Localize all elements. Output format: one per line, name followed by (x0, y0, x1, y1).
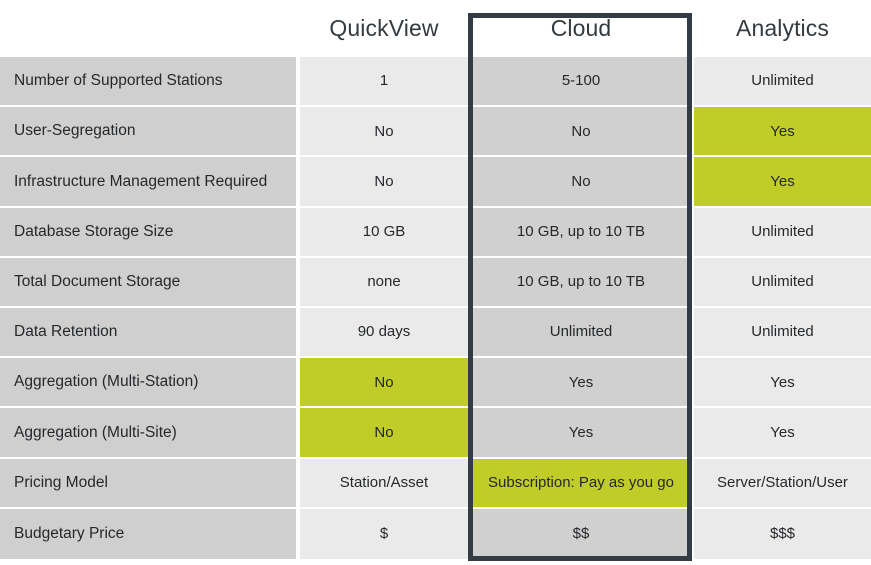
cell-cloud: Unlimited (472, 307, 690, 359)
cell-analytics: Unlimited (694, 307, 871, 359)
row-gap (690, 358, 694, 409)
row-feature-label: Total Document Storage (0, 257, 296, 308)
row-feature-label: Database Storage Size (0, 207, 296, 258)
row-gap (296, 458, 300, 509)
row-gap (690, 157, 694, 208)
cell-analytics: Yes (694, 408, 871, 459)
cell-cloud-highlighted: Subscription: Pay as you go (472, 458, 690, 509)
row-feature-label: Pricing Model (0, 458, 296, 509)
cell-cloud: $$ (472, 508, 690, 559)
row-gap (296, 157, 300, 208)
cell-analytics: Server/Station/User (694, 458, 871, 509)
row-gap (690, 408, 694, 459)
row-gap (690, 458, 694, 509)
column-gap-3 (690, 0, 694, 57)
cell-cloud: No (472, 107, 690, 158)
column-header-analytics: Analytics (694, 0, 871, 57)
row-gap (690, 207, 694, 258)
row-gap (296, 57, 300, 108)
cell-cloud: No (472, 157, 690, 208)
cell-cloud: Yes (472, 408, 690, 459)
row-gap (296, 207, 300, 258)
cell-cloud: Yes (472, 358, 690, 409)
cell-analytics-highlighted: Yes (694, 157, 871, 208)
cell-quickview: Station/Asset (300, 458, 468, 509)
row-gap (296, 508, 300, 559)
cell-quickview-highlighted: No (300, 408, 468, 459)
column-header-cloud: Cloud (472, 0, 690, 57)
cell-quickview-highlighted: No (300, 358, 468, 409)
row-feature-label: Aggregation (Multi-Station) (0, 358, 296, 409)
cell-cloud: 5-100 (472, 57, 690, 108)
cell-analytics: $$$ (694, 508, 871, 559)
cell-quickview: 10 GB (300, 207, 468, 258)
cell-quickview: No (300, 157, 468, 208)
row-feature-label: User-Segregation (0, 107, 296, 158)
row-feature-label: Budgetary Price (0, 508, 296, 559)
cell-analytics: Yes (694, 358, 871, 409)
row-gap (690, 107, 694, 158)
cell-analytics-highlighted: Yes (694, 107, 871, 158)
cell-quickview: $ (300, 508, 468, 559)
row-gap (296, 358, 300, 409)
row-feature-label: Data Retention (0, 307, 296, 359)
cell-analytics: Unlimited (694, 57, 871, 108)
cell-quickview: none (300, 257, 468, 308)
cell-analytics: Unlimited (694, 207, 871, 258)
cell-cloud: 10 GB, up to 10 TB (472, 257, 690, 308)
cell-quickview: 90 days (300, 307, 468, 359)
cell-analytics: Unlimited (694, 257, 871, 308)
row-feature-label: Infrastructure Management Required (0, 157, 296, 208)
cell-cloud: 10 GB, up to 10 TB (472, 207, 690, 258)
table-corner-blank (0, 0, 296, 57)
row-gap (690, 57, 694, 108)
column-header-quickview: QuickView (300, 0, 468, 57)
row-gap (296, 107, 300, 158)
row-gap (690, 307, 694, 359)
row-gap (690, 508, 694, 559)
row-feature-label: Number of Supported Stations (0, 57, 296, 108)
row-gap (296, 307, 300, 359)
row-feature-label: Aggregation (Multi-Site) (0, 408, 296, 459)
column-gap-1 (296, 0, 300, 57)
row-gap (690, 257, 694, 308)
row-gap (296, 408, 300, 459)
row-gap (296, 257, 300, 308)
cell-quickview: No (300, 107, 468, 158)
cell-quickview: 1 (300, 57, 468, 108)
